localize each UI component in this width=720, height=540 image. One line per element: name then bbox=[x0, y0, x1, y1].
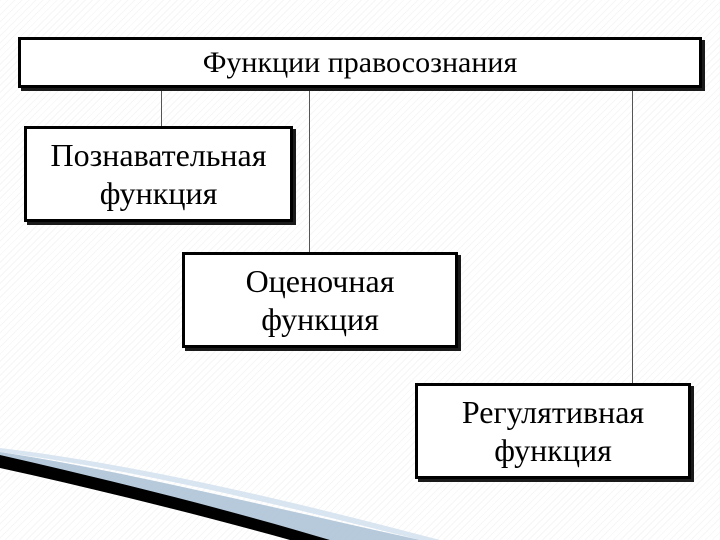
evaluative-function-box: Оценочная функция bbox=[182, 252, 458, 348]
root-node-box: Функции правосознания bbox=[18, 37, 702, 88]
regulative-function-box: Регулятивная функция bbox=[415, 383, 691, 479]
cognitive-function-label-line1: Познавательная bbox=[50, 137, 267, 173]
connector-line-cognitive bbox=[161, 88, 162, 126]
swoosh-dark-wedge bbox=[0, 455, 330, 540]
regulative-function-label-line1: Регулятивная bbox=[461, 394, 645, 430]
swoosh-highlight bbox=[0, 448, 440, 540]
root-node-label: Функции правосознания bbox=[202, 45, 518, 79]
connector-line-evaluative bbox=[309, 88, 310, 252]
connector-line-regulative bbox=[632, 88, 633, 383]
evaluative-function-label-line2: функция bbox=[261, 301, 379, 337]
cognitive-function-label-line2: функция bbox=[99, 175, 218, 211]
evaluative-function-label-line1: Оценочная bbox=[245, 263, 395, 299]
cognitive-function-box: Познавательная функция bbox=[24, 126, 293, 222]
regulative-function-label-line2: функция bbox=[494, 432, 612, 468]
swoosh-light-band bbox=[0, 452, 420, 540]
